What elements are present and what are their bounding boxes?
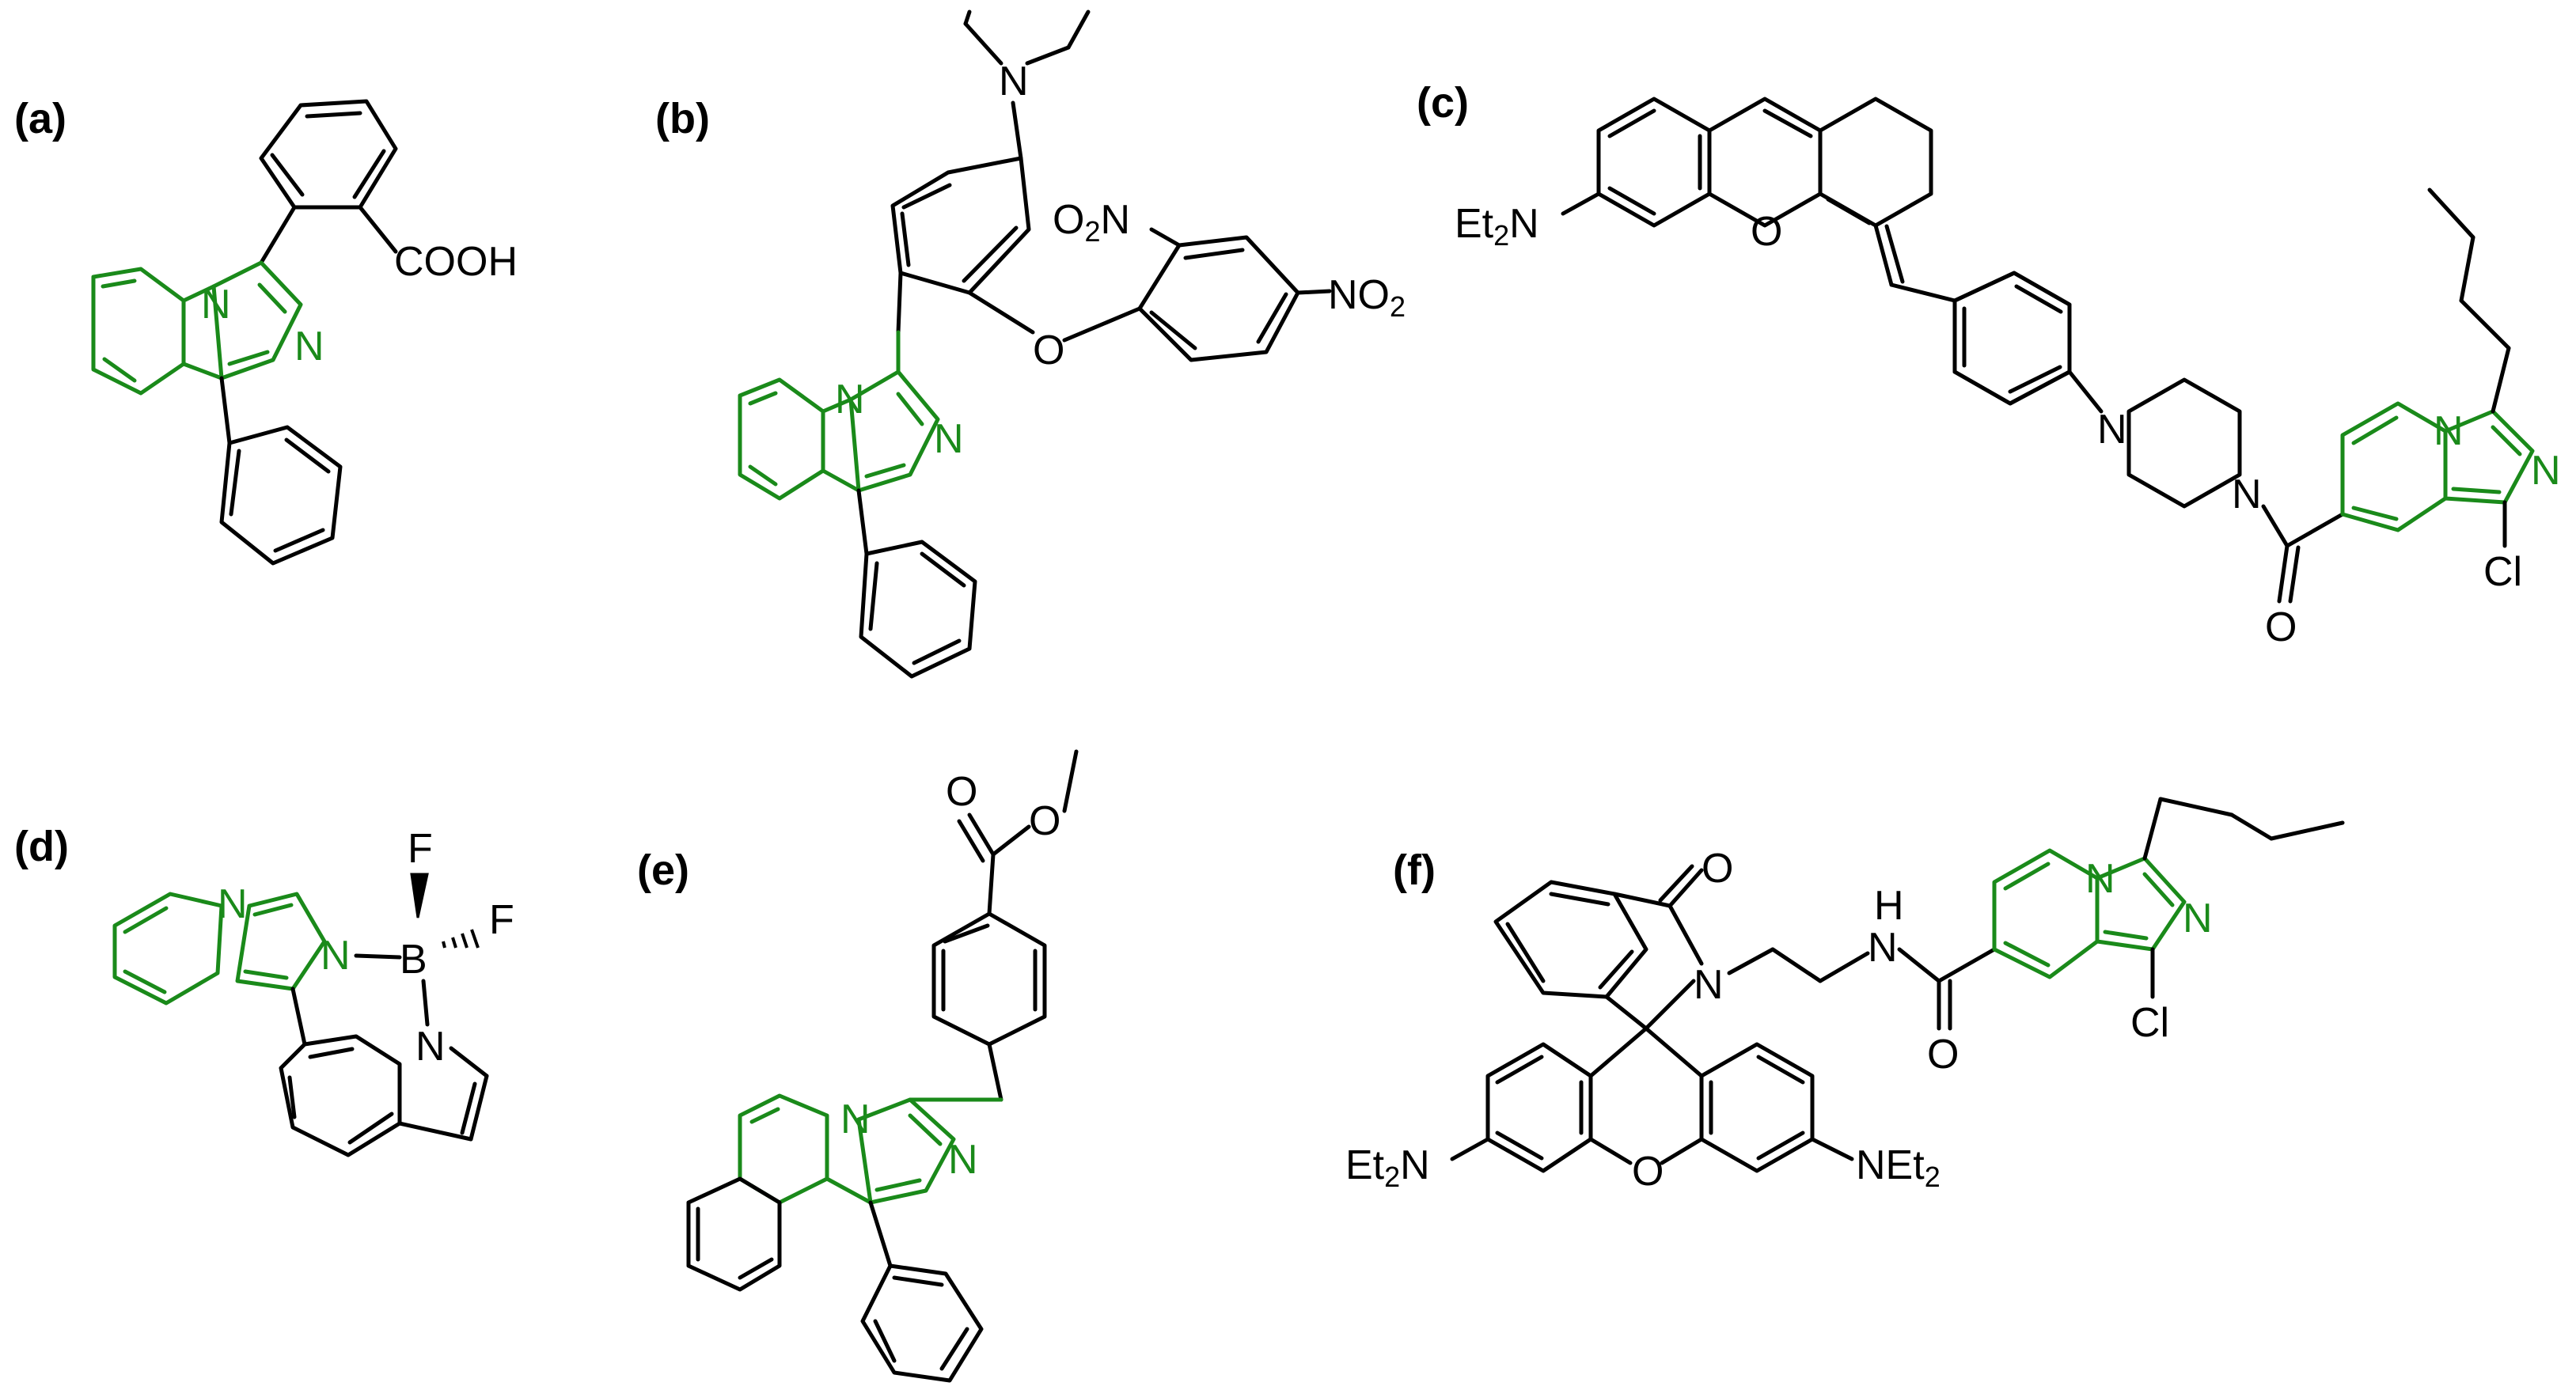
atom-o2n: O2​N [1053,197,1130,248]
atom-n-bridge: N [2085,856,2115,902]
atom-o-carbonyl: O [946,769,977,815]
atom-n-pip1: N [2097,407,2127,453]
atom-cooh: COOH [394,239,518,285]
atom-n-imidazole: N [934,416,964,462]
atom-net2: NEt2​ [1856,1142,1941,1193]
atom-et2n: Et2​N [1345,1142,1430,1193]
atom-et2n: Et2​N [1455,201,1539,252]
atom-cl: Cl [2130,1000,2169,1046]
atom-n-bridge: N [835,377,865,422]
atom-n-bridge: N [218,881,248,927]
atom-n-lactam: N [1694,962,1724,1008]
atom-f-right: F [489,897,514,943]
atom-o-ring: O [1751,209,1782,255]
structure-d: (d) N N B F F N [14,823,514,1157]
panel-label-b: (b) [655,95,710,142]
structure-e: (e) O O N N [637,749,1079,1383]
atom-o-ether: O [1033,328,1064,373]
atom-f-top: F [408,826,433,872]
panel-label-c: (c) [1417,79,1469,127]
atom-cl: Cl [2483,549,2522,595]
atom-o-amide: O [2265,604,2297,650]
atom-n-diethyl: N [999,59,1029,104]
structure-f: (f) O N H N O N N Cl [1345,797,2345,1195]
atom-o-xanthene: O [1632,1149,1664,1195]
atom-n-imidazole: N [321,933,351,979]
atom-h-amide: H [1874,883,1904,929]
atom-n-bridge: N [2434,408,2464,454]
atom-o-amide: O [1927,1032,1959,1078]
atom-n-bridge: N [201,282,231,328]
structure-b: (b) N O O2​N NO2​ [655,9,1406,679]
atom-no2: NO2​ [1328,272,1406,323]
atom-n-imidazole: N [948,1137,978,1183]
atom-n-amide: N [1868,925,1898,971]
panel-label-e: (e) [637,846,689,894]
atom-o-lactam: O [1702,846,1733,892]
structure-a: (a) COOH N N [14,95,518,566]
atom-b: B [400,937,427,983]
atom-o-ester: O [1029,798,1060,844]
panel-label-a: (a) [14,95,66,142]
atom-n-pip2: N [2232,472,2262,517]
panel-label-f: (f) [1393,846,1436,894]
panel-label-d: (d) [14,823,69,870]
atom-n-imidazole: N [2183,896,2213,941]
atom-n-imidazole: N [294,324,324,369]
atom-n-indole: N [415,1024,446,1070]
structure-c: (c) Et2​N O N N O [1417,79,2561,650]
atom-n-bridge: N [840,1096,871,1142]
atom-n-imidazole: N [2531,448,2561,494]
